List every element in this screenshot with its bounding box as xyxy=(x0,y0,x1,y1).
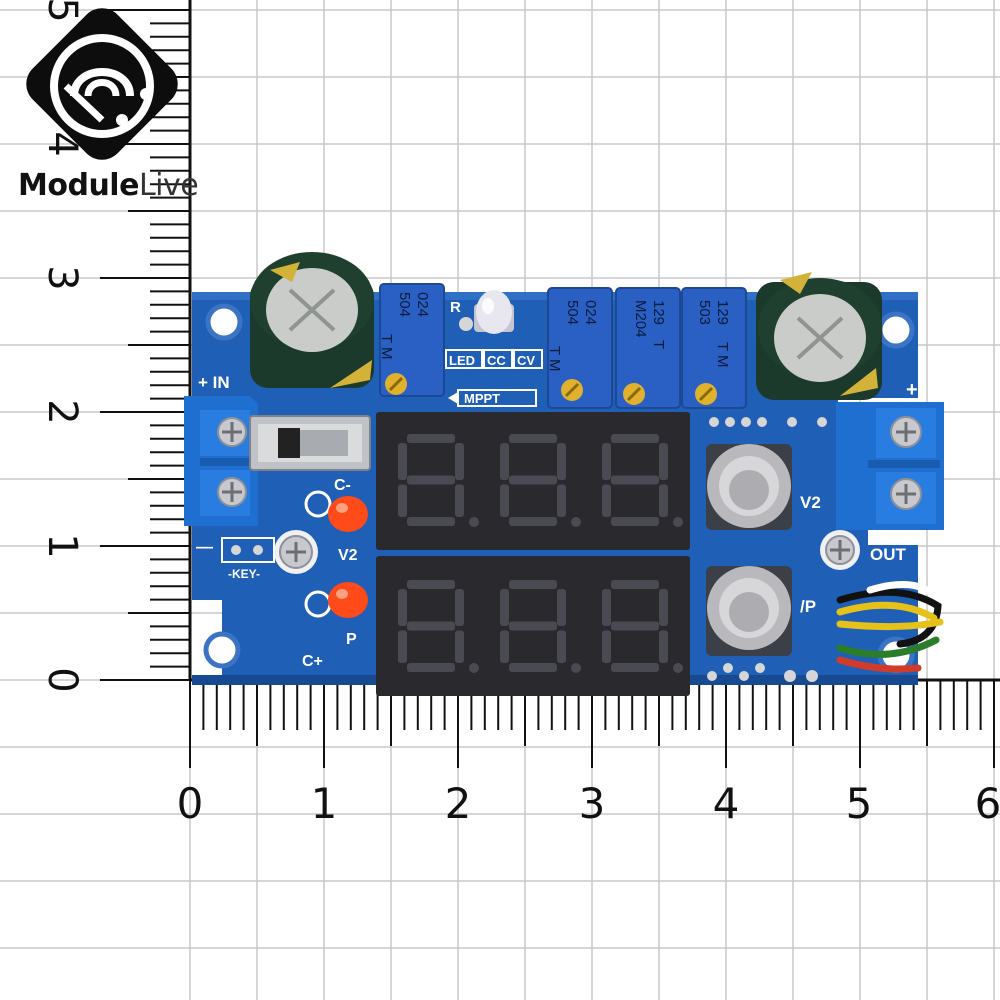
silk-c-minus: C- xyxy=(334,477,351,494)
capacitor-left xyxy=(250,252,374,388)
pot-2-code2: 504 xyxy=(564,300,581,325)
display-top xyxy=(376,412,690,550)
silk-cc: CC xyxy=(487,353,506,368)
potentiometer-1[interactable] xyxy=(379,283,445,397)
led-c xyxy=(304,490,368,532)
header-pads-bottom xyxy=(707,663,818,682)
silk-key: -KEY- xyxy=(228,567,260,581)
silk-p-right: /P xyxy=(800,597,816,616)
silk-led: LED xyxy=(449,353,475,368)
ruler-x-label-4: 4 xyxy=(713,779,740,828)
led-labels: LED CC CV MPPT xyxy=(445,349,543,407)
ruler-y-label-3: 3 xyxy=(39,265,85,290)
board-screw-right xyxy=(820,530,860,570)
led-pad xyxy=(459,317,473,331)
mount-hole-tr xyxy=(877,311,915,349)
slide-switch[interactable] xyxy=(249,415,371,471)
ruler-x-label-5: 5 xyxy=(846,779,873,828)
push-button-bottom[interactable] xyxy=(706,566,792,656)
display-top-digit-1 xyxy=(398,434,479,527)
pot-1-code: 024 xyxy=(414,292,431,317)
pot-1-code3: T M xyxy=(378,334,395,360)
vertical-ruler-labels: 0 1 2 3 4 5 xyxy=(39,0,85,693)
silk-p: P xyxy=(346,631,357,648)
display-top-digit-3 xyxy=(602,434,683,527)
pot-1-code2: 504 xyxy=(396,292,413,317)
ruler-y-label-0: 0 xyxy=(39,667,85,692)
ruler-x-label-6: 6 xyxy=(975,779,1000,828)
wire-bundle xyxy=(836,580,944,673)
pot-markings: 024 504 T M 024 504 T M 129 M204 T 129 5… xyxy=(378,292,731,372)
silk-r: R xyxy=(450,299,461,316)
push-button-top[interactable] xyxy=(706,444,792,530)
output-terminal-block[interactable] xyxy=(836,402,944,530)
led-p xyxy=(304,582,368,618)
brand-wordmark: ModuleLive xyxy=(18,168,199,203)
key-pad-box xyxy=(221,537,275,563)
ruler-y-label-2: 2 xyxy=(39,399,85,424)
ruler-x-label-1: 1 xyxy=(311,779,338,828)
pot-3-code3: T xyxy=(650,340,667,349)
key-pad-1 xyxy=(231,545,241,555)
display-bottom-digit-3 xyxy=(602,580,683,673)
ruler-y-label-5: 5 xyxy=(39,0,85,23)
pot-2-code3: T M xyxy=(546,346,563,372)
horizontal-ruler-labels: 0 1 2 3 4 5 6 xyxy=(177,779,1000,828)
ruler-y-label-1: 1 xyxy=(39,533,85,558)
pot-4-code3: T M xyxy=(714,342,731,368)
switch-knob[interactable] xyxy=(278,428,300,458)
silk-v2: V2 xyxy=(338,547,358,564)
pot-4-code2: 503 xyxy=(696,300,713,325)
silk-minus-left: — xyxy=(196,537,213,556)
brand-part-2: Live xyxy=(138,168,199,203)
potentiometer-4[interactable] xyxy=(681,287,747,409)
mount-hole-tl xyxy=(205,303,243,341)
display-bottom-digit-1 xyxy=(398,580,479,673)
display-top-digit-2 xyxy=(500,434,581,527)
silk-cv: CV xyxy=(517,353,535,368)
potentiometer-3[interactable] xyxy=(615,287,681,409)
board-screw-left xyxy=(274,530,318,574)
key-pad-2 xyxy=(253,545,263,555)
pot-3-code2: M204 xyxy=(632,300,649,338)
display-bottom-digit-2 xyxy=(500,580,581,673)
potentiometer-2[interactable] xyxy=(547,287,613,409)
silk-c-plus: C+ xyxy=(302,653,323,670)
silk-plus-right: + xyxy=(906,379,918,401)
silk-out: OUT xyxy=(870,545,907,564)
display-bottom xyxy=(376,556,690,696)
silk-in: + IN xyxy=(198,373,230,392)
buck-converter-board: 024 504 T M 024 504 T M 129 M204 T 129 5… xyxy=(184,252,944,696)
pot-4-code: 129 xyxy=(714,300,731,325)
pot-2-code: 024 xyxy=(582,300,599,325)
silk-v2-right: V2 xyxy=(800,493,821,512)
ruler-x-label-0: 0 xyxy=(177,779,204,828)
ruler-x-label-2: 2 xyxy=(445,779,472,828)
ruler-x-label-3: 3 xyxy=(579,779,606,828)
header-pads-top xyxy=(709,417,827,427)
mount-hole-bl xyxy=(203,631,241,669)
modulelive-logo xyxy=(26,8,178,160)
capacitor-right xyxy=(756,272,882,400)
status-led xyxy=(474,290,514,334)
brand-part-1: Module xyxy=(18,168,139,203)
input-terminal-block[interactable] xyxy=(184,396,258,526)
pot-3-code: 129 xyxy=(650,300,667,325)
silk-mppt: MPPT xyxy=(464,391,500,406)
